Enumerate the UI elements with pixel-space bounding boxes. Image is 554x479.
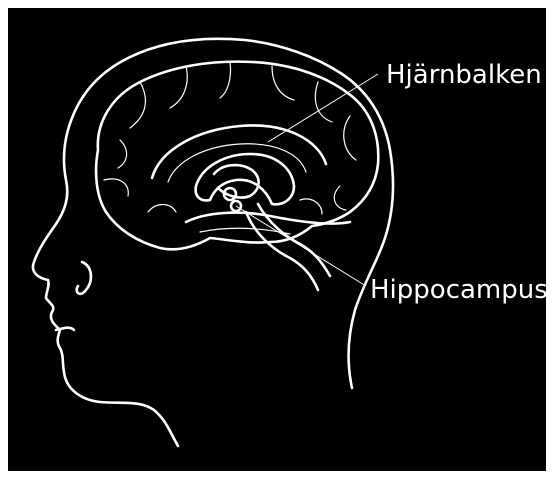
label-corpus-callosum: Hjärnbalken bbox=[386, 60, 542, 90]
label-hippocampus: Hippocampus bbox=[370, 275, 548, 305]
